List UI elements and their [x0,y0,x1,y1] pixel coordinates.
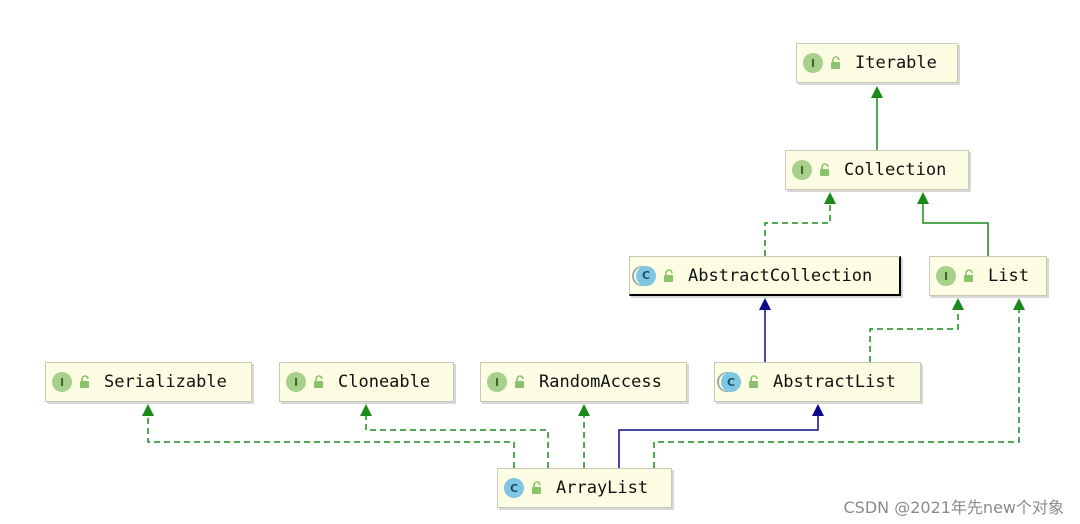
node-abstract-list[interactable]: C AbstractList [714,362,921,402]
edge-list-collection [917,192,989,256]
node-iterable[interactable]: I Iterable [796,43,958,83]
node-abstract-collection[interactable]: C AbstractCollection [629,256,901,296]
watermark: CSDN @2021年先new个对象 [843,498,1065,517]
node-label: RandomAccess [539,372,662,392]
interface-icon: I [52,372,72,392]
node-label: Collection [844,160,947,180]
edge-arraylist-cloneable [360,404,549,468]
unlocked-icon [749,375,758,388]
node-collection[interactable]: I Collection [785,150,969,190]
unlocked-icon [664,268,673,282]
node-label: ArrayList [556,478,649,498]
edge-abstractcollection-collection [764,192,836,256]
unlocked-icon [820,163,829,176]
abstract-class-icon: C [636,265,656,286]
abstract-class-icon: C [721,372,741,392]
node-label: Iterable [855,53,937,73]
interface-icon: I [792,160,812,180]
interface-icon: I [803,53,823,73]
node-random-access[interactable]: I RandomAccess [480,362,687,402]
unlocked-icon [314,375,323,388]
node-label: Serializable [104,372,227,392]
interface-icon: I [936,266,956,286]
class-icon: C [504,478,524,498]
node-serializable[interactable]: I Serializable [45,362,252,402]
node-label: List [988,266,1029,286]
unlocked-icon [532,481,541,494]
unlocked-icon [80,375,89,388]
unlocked-icon [831,56,840,69]
node-array-list[interactable]: C ArrayList [497,468,672,508]
interface-icon: I [487,372,507,392]
node-label: AbstractCollection [688,265,873,286]
unlocked-icon [964,269,973,282]
edge-arraylist-abstractlist [618,404,824,468]
node-list[interactable]: I List [929,256,1047,296]
unlocked-icon [515,375,524,388]
edge-abstractlist-list [869,298,964,362]
node-cloneable[interactable]: I Cloneable [279,362,454,402]
interface-icon: I [286,372,306,392]
edge-arraylist-serializable [142,404,515,468]
node-label: Cloneable [338,372,431,392]
node-label: AbstractList [773,372,896,392]
edge-arraylist-list [653,298,1025,468]
